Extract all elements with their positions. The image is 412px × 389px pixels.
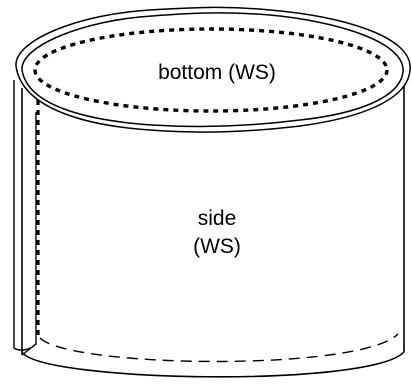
side-dashed-lines <box>36 100 399 363</box>
side-label-line2: (WS) <box>193 235 241 258</box>
seam-flap <box>13 80 37 356</box>
bottom-dotted-ellipse <box>33 27 389 113</box>
side-label-line1: side <box>198 207 237 230</box>
cylinder-side <box>21 84 405 378</box>
inner-bottom-dashed-curve <box>39 333 399 363</box>
side-bottom-curve <box>21 351 405 378</box>
rim-outer <box>15 6 411 133</box>
rim-inner-edge <box>21 12 404 128</box>
top-rim <box>15 6 411 133</box>
bottom-label: bottom (WS) <box>158 61 276 84</box>
